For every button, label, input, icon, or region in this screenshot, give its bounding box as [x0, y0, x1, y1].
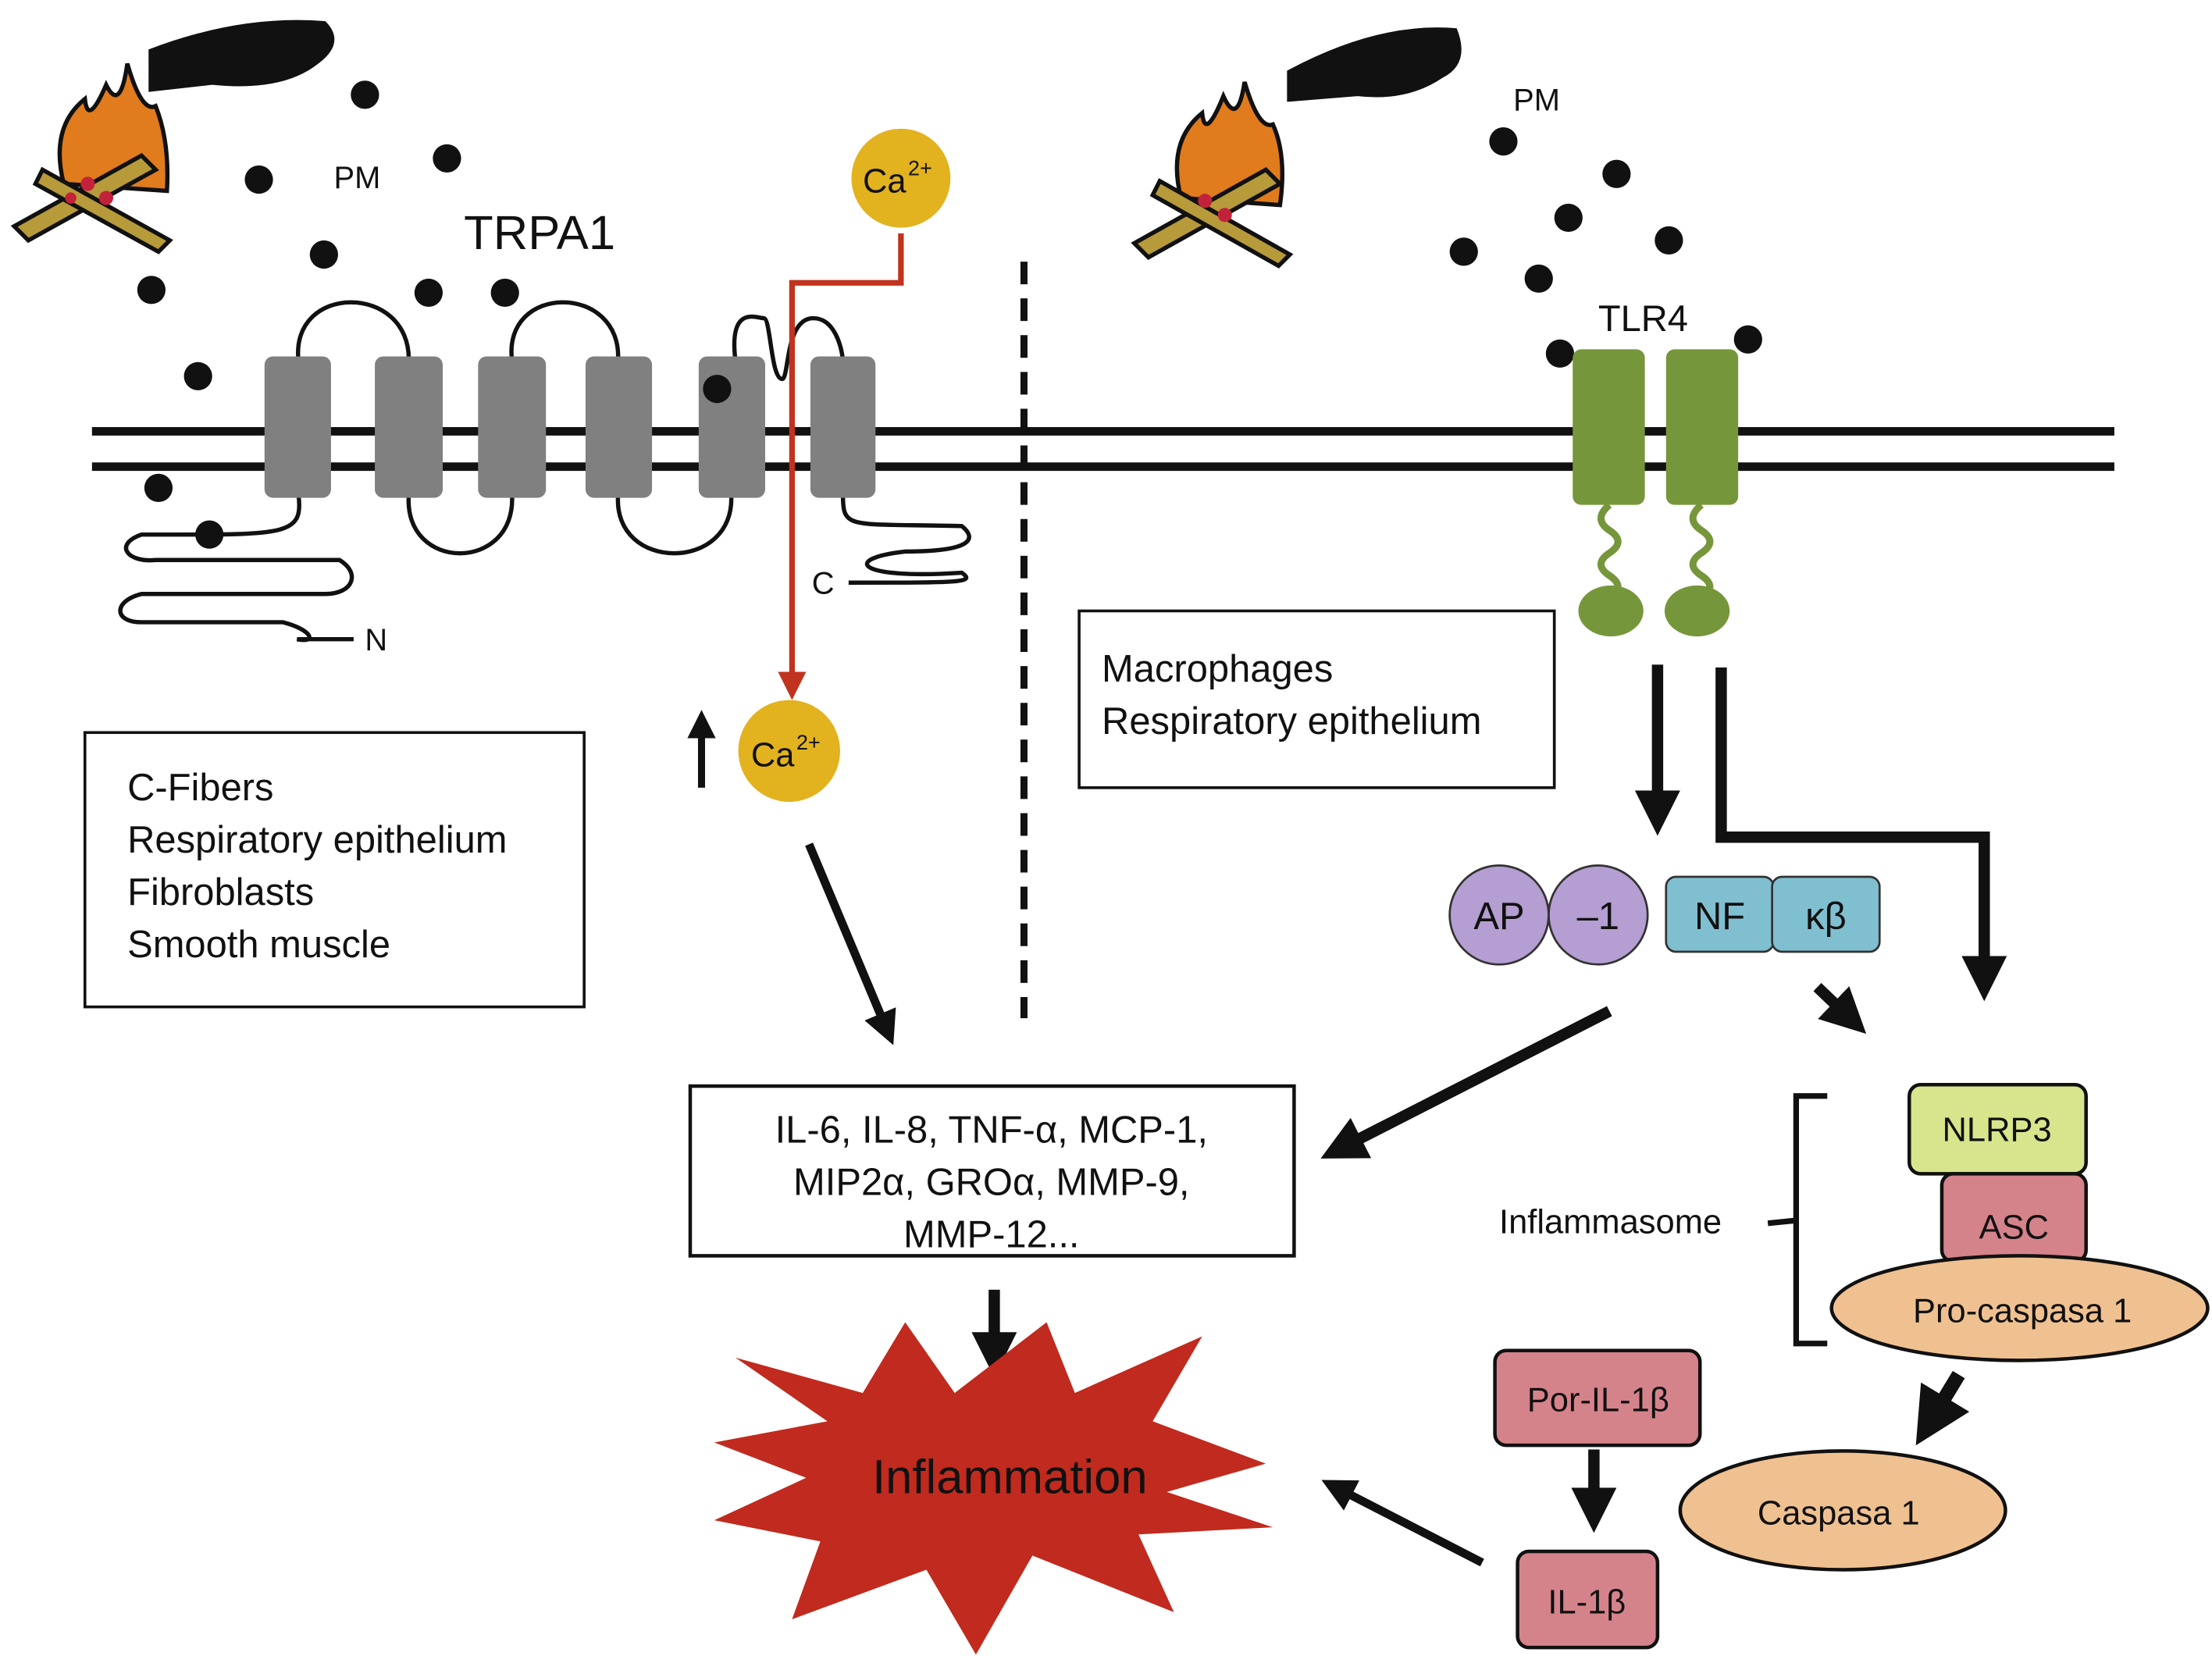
svg-text:Macrophages: Macrophages: [1102, 648, 1333, 690]
c-terminus-label: C: [812, 567, 835, 601]
fire-icon-left: [10, 20, 335, 255]
calcium-ion-outside: Ca 2+: [851, 128, 951, 228]
svg-text:IL-1β: IL-1β: [1548, 1584, 1626, 1622]
smoke-icon: [148, 20, 335, 92]
tlr4-receptor: [1573, 349, 1739, 637]
inflammasome-bracket: Inflammasome: [1499, 1093, 1828, 1347]
svg-text:IL-6, IL-8, TNF-α, MCP-1,: IL-6, IL-8, TNF-α, MCP-1,: [775, 1109, 1208, 1152]
smoke-icon: [1287, 27, 1462, 102]
tlr4-label: TLR4: [1598, 297, 1688, 339]
caspase-ellipse: Caspasa 1: [1678, 1449, 2007, 1572]
svg-text:NLRP3: NLRP3: [1943, 1112, 2052, 1149]
asc-box: ASC: [1940, 1172, 2088, 1263]
ap1-complex: AP –1: [1448, 864, 1649, 966]
svg-text:Inflammasome: Inflammasome: [1499, 1203, 1722, 1241]
svg-text:Ca: Ca: [863, 162, 907, 200]
inflammation-label: Inflammation: [872, 1451, 1148, 1505]
svg-text:Fibroblasts: Fibroblasts: [127, 871, 314, 913]
pro-caspase-ellipse: Pro-caspasa 1: [1829, 1254, 2210, 1362]
calcium-ion-inside: Ca 2+: [738, 700, 840, 802]
svg-text:MMP-12...: MMP-12...: [903, 1214, 1079, 1256]
svg-text:κβ: κβ: [1805, 896, 1847, 938]
svg-text:–1: –1: [1577, 896, 1619, 938]
svg-text:2+: 2+: [796, 730, 821, 754]
trpa1-channel: [264, 356, 876, 498]
n-terminus-label: N: [365, 623, 387, 657]
signaling-arrows: [805, 664, 2007, 1567]
mediators-box: IL-6, IL-8, TNF-α, MCP-1, MIP2α, GROα, M…: [688, 1084, 1296, 1258]
svg-text:AP: AP: [1473, 896, 1524, 938]
nfkb-complex: NF κβ: [1665, 875, 1881, 953]
pm-label-left: PM: [334, 161, 381, 195]
tlr4-cell-types-box: Macrophages Respiratory epithelium: [1078, 609, 1556, 789]
trpa1-cell-types-box: C-Fibers Respiratory epithelium Fibrobla…: [83, 731, 586, 1009]
fire-icon-right: [1131, 27, 1462, 269]
svg-text:2+: 2+: [908, 156, 932, 180]
svg-text:ASC: ASC: [1979, 1209, 2049, 1247]
pm-label-right: PM: [1513, 83, 1560, 117]
trpa1-loops: [118, 300, 971, 643]
svg-text:Respiratory epithelium: Respiratory epithelium: [1102, 700, 1481, 743]
svg-text:Respiratory epithelium: Respiratory epithelium: [127, 819, 507, 861]
svg-text:C-Fibers: C-Fibers: [127, 767, 273, 809]
svg-text:Caspasa 1: Caspasa 1: [1758, 1495, 1920, 1533]
svg-text:MIP2α, GROα, MMP-9,: MIP2α, GROα, MMP-9,: [793, 1162, 1189, 1204]
il1b-box: IL-1β: [1516, 1549, 1660, 1650]
svg-text:Ca: Ca: [751, 737, 795, 775]
svg-text:Pro-caspasa 1: Pro-caspasa 1: [1913, 1293, 2132, 1330]
nlrp3-box: NLRP3: [1907, 1082, 2088, 1176]
svg-text:NF: NF: [1694, 896, 1745, 938]
svg-text:Por-IL-1β: Por-IL-1β: [1527, 1382, 1669, 1419]
inflammation-burst: Inflammation: [714, 1322, 1273, 1655]
calcium-influx-arrow: [778, 233, 904, 700]
svg-text:Smooth muscle: Smooth muscle: [127, 924, 390, 966]
trpa1-label: TRPA1: [464, 206, 615, 260]
pro-il1b-box: Por-IL-1β: [1493, 1348, 1702, 1448]
